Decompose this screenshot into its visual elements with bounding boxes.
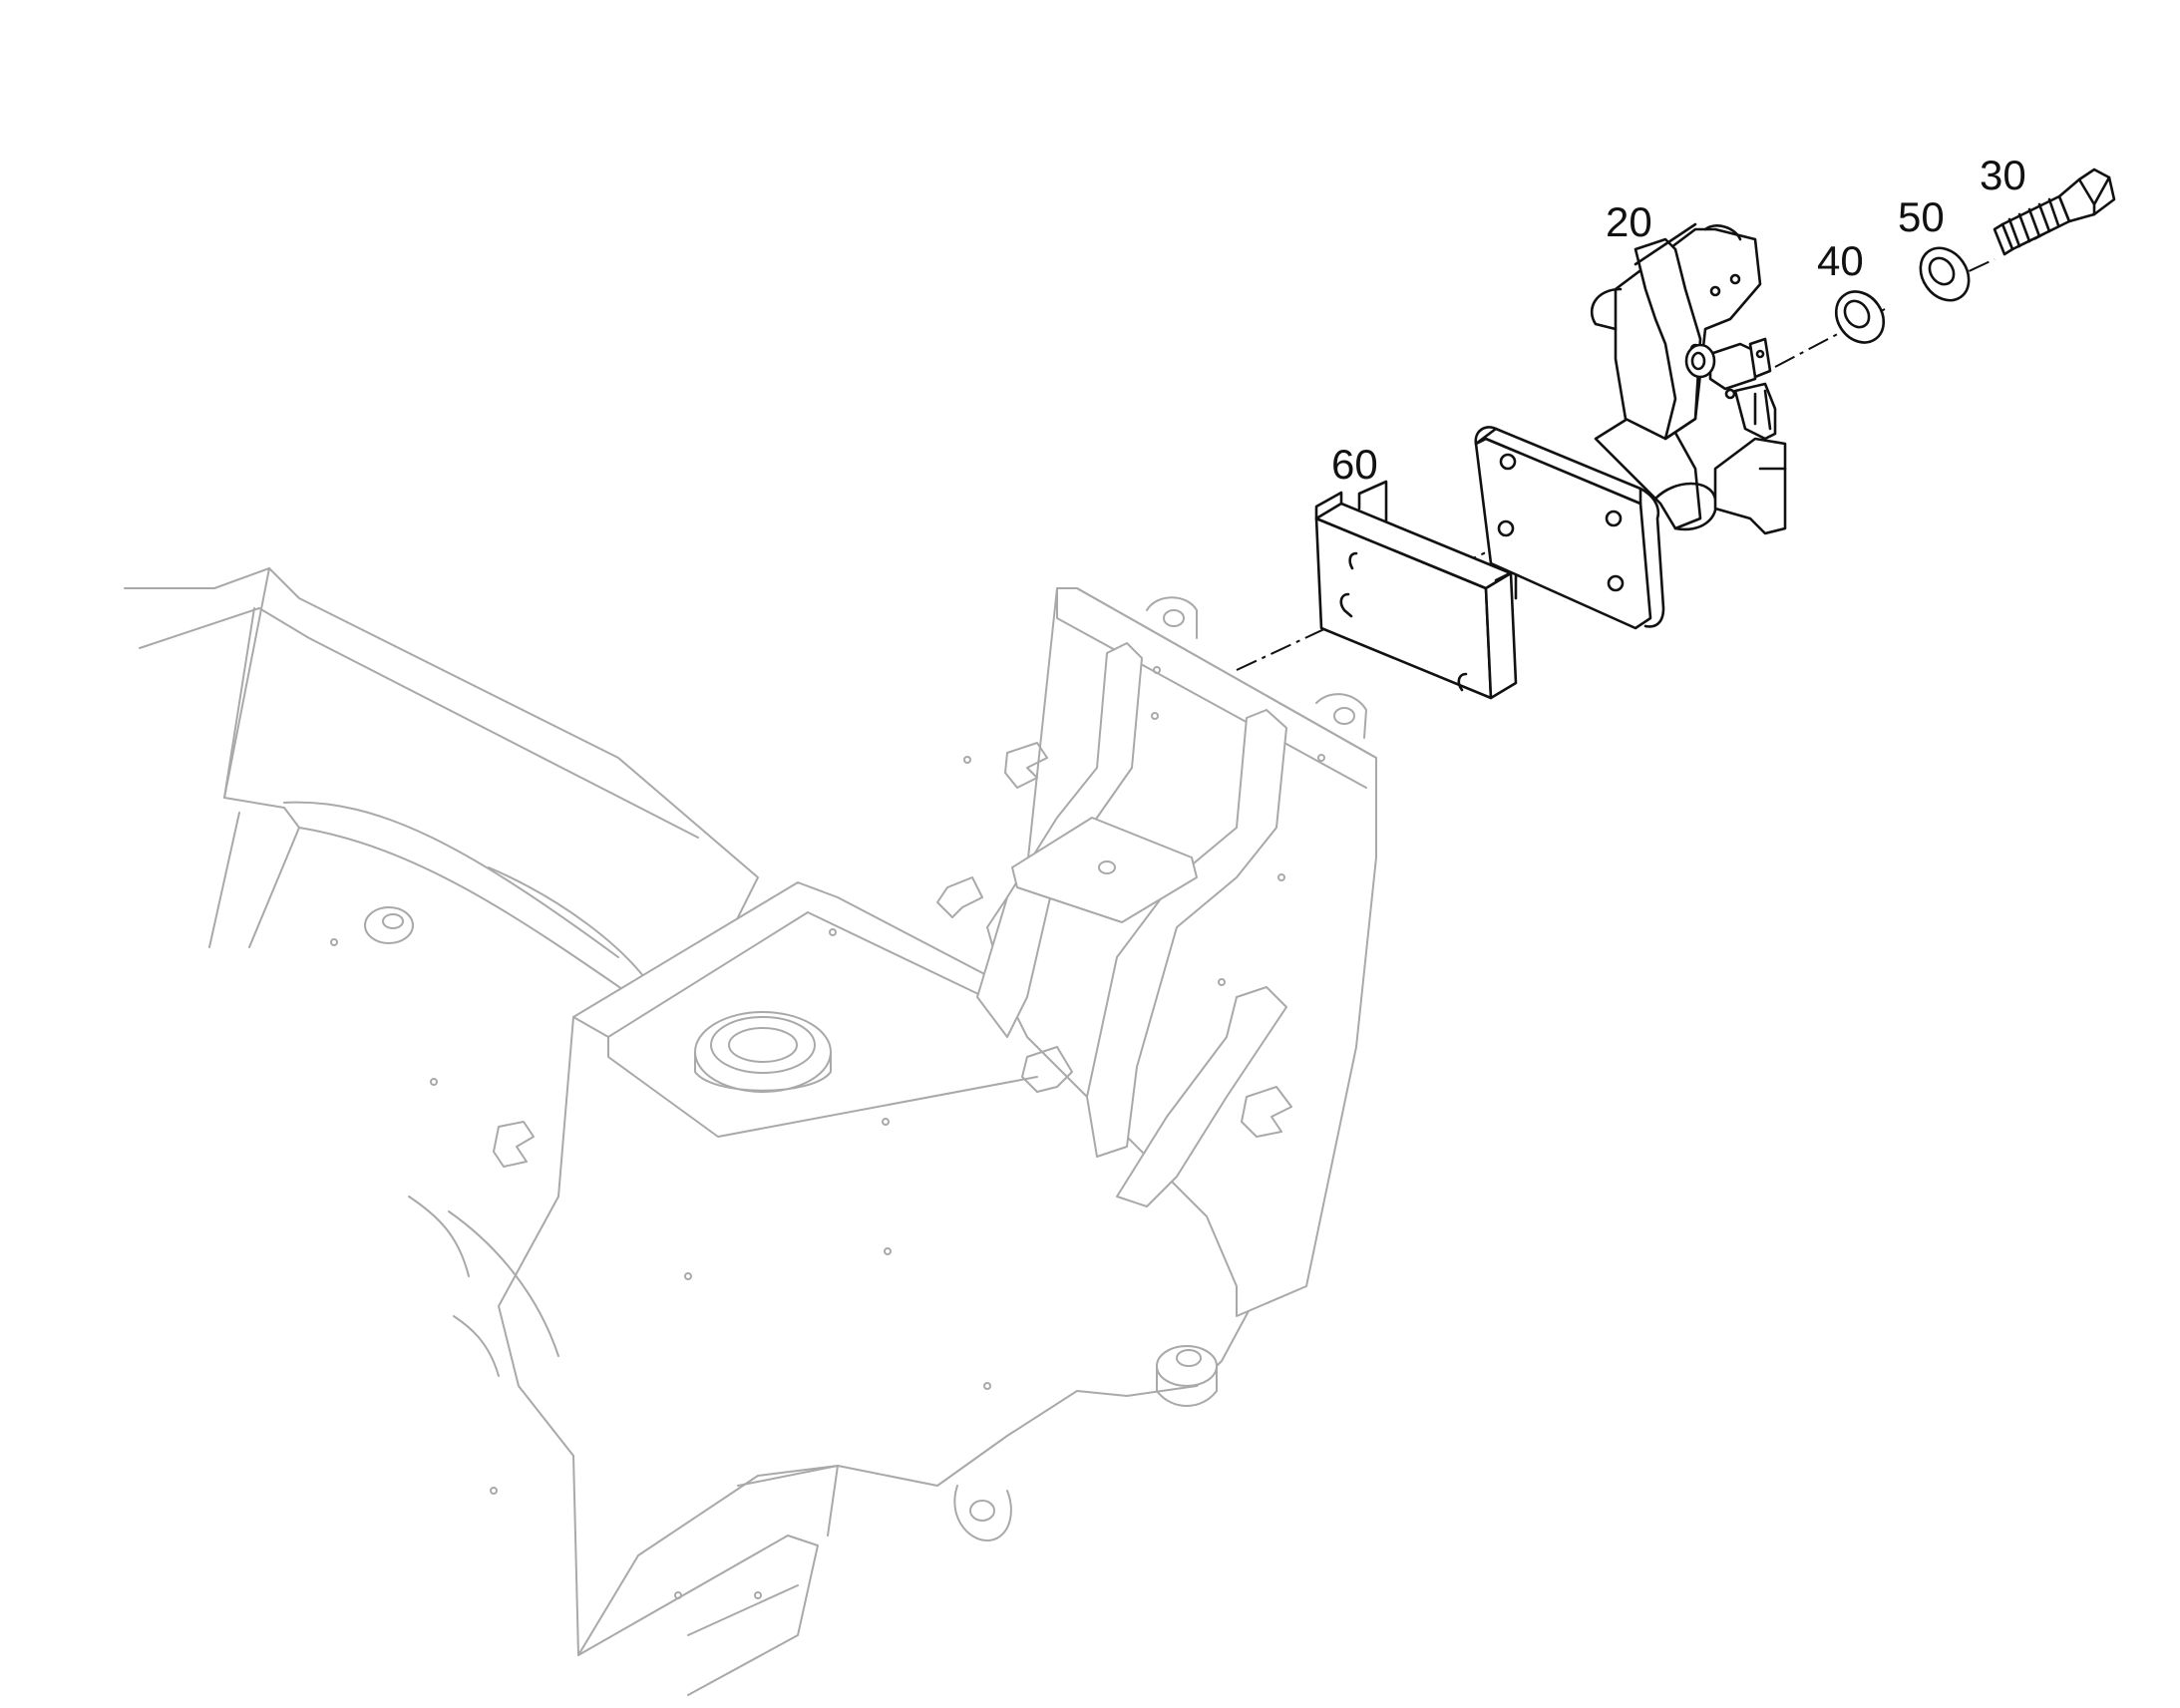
callout-20: 20 bbox=[1606, 198, 1652, 245]
callout-30: 30 bbox=[1980, 152, 2026, 198]
vehicle-frame bbox=[124, 567, 1377, 1696]
washer-part-40 bbox=[1834, 290, 1886, 344]
assembly-center-line bbox=[1236, 208, 2090, 671]
coupling-assembly-part-20 bbox=[1474, 222, 1787, 630]
washer-part-50 bbox=[1919, 246, 1971, 302]
rivet-holes bbox=[330, 666, 1325, 1599]
callout-labels: 20 30 40 50 60 bbox=[1331, 152, 2026, 488]
callout-50: 50 bbox=[1898, 193, 1945, 240]
bolt-part-30 bbox=[1993, 168, 2116, 256]
callout-40: 40 bbox=[1817, 237, 1864, 284]
spacer-plate-part-60 bbox=[1314, 480, 1518, 700]
callout-60: 60 bbox=[1331, 441, 1378, 488]
